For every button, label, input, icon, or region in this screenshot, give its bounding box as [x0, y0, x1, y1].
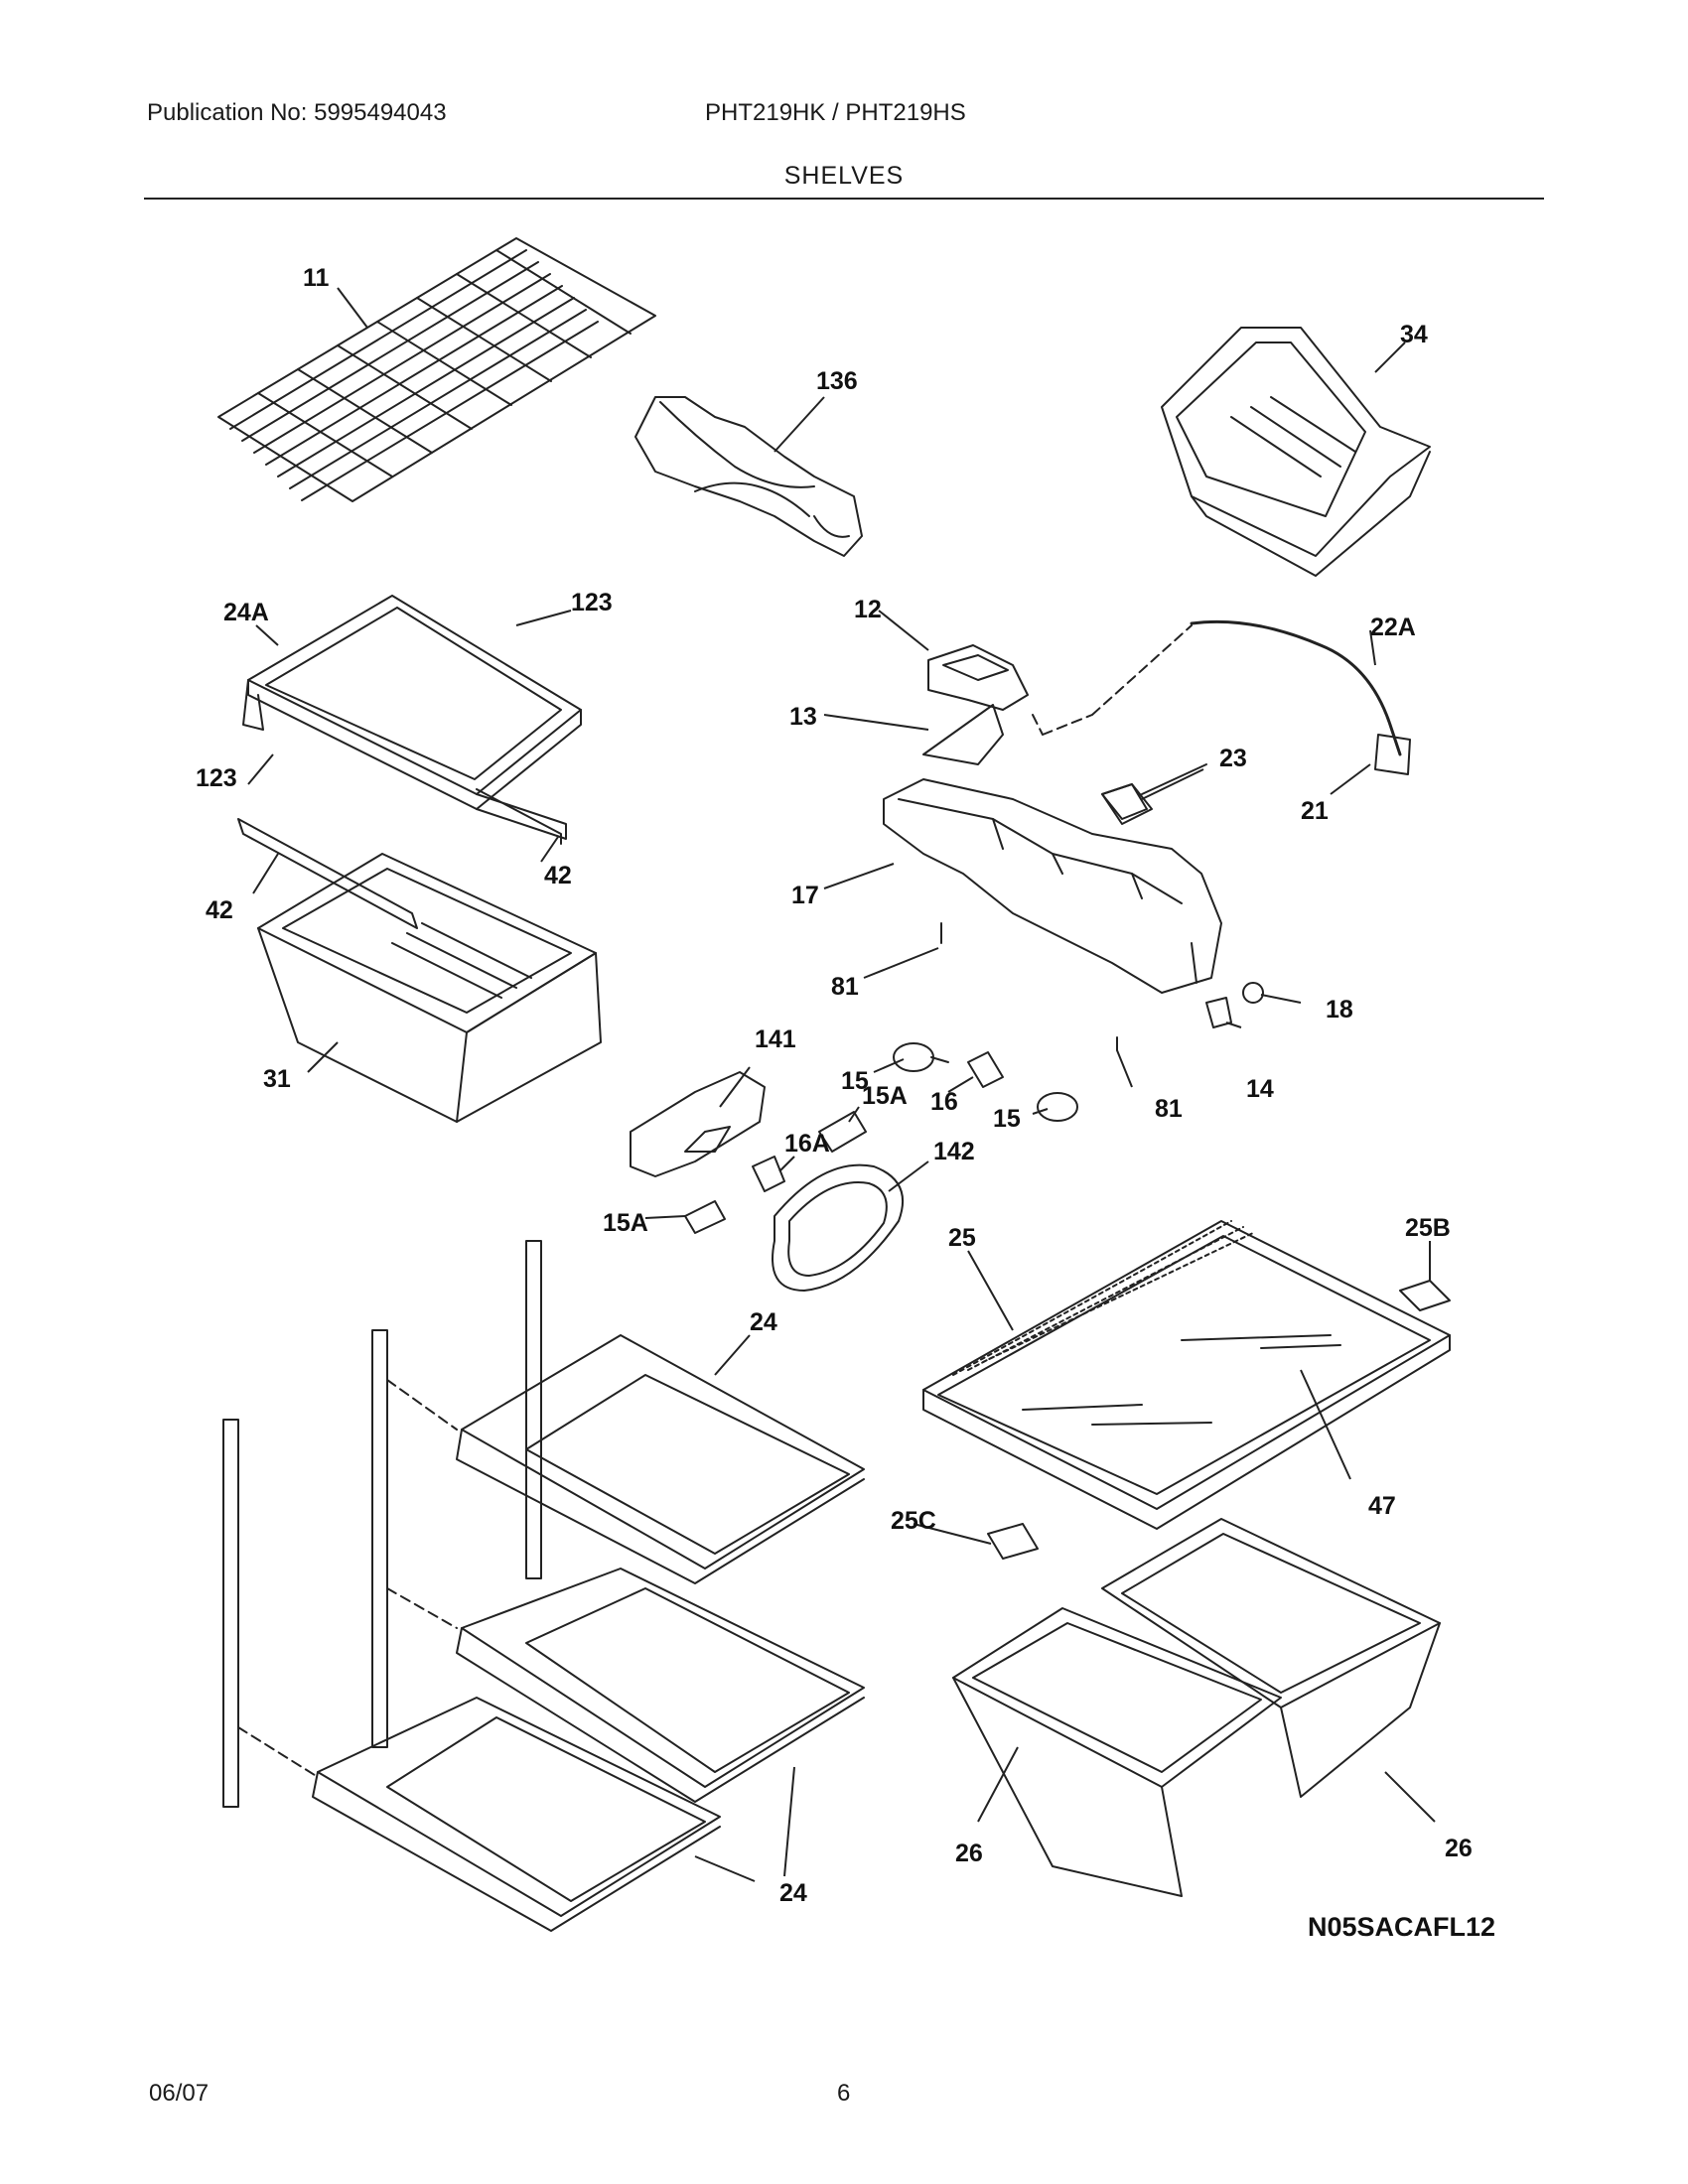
label-15-left: 15 — [841, 1067, 869, 1095]
bulb-15-right — [1037, 1092, 1078, 1122]
label-26-left: 26 — [955, 1840, 983, 1867]
label-47: 47 — [1368, 1492, 1396, 1520]
label-81-right: 81 — [1155, 1095, 1183, 1123]
glass-shelf-24A — [242, 595, 582, 840]
part-12 — [927, 644, 1029, 711]
label-12: 12 — [854, 596, 882, 623]
publication-number: Publication No: 5995494043 — [147, 99, 447, 126]
label-17: 17 — [791, 882, 819, 909]
clip-25B — [1399, 1280, 1451, 1311]
crisper-cover-25 — [922, 1220, 1451, 1530]
label-123-top: 123 — [571, 589, 613, 616]
part-13 — [922, 704, 1004, 765]
control-housing-17 — [883, 778, 1222, 994]
label-16A: 16A — [784, 1130, 830, 1158]
drawer-31 — [257, 853, 602, 1123]
label-123-left: 123 — [196, 764, 237, 792]
bin-34 — [1161, 327, 1431, 577]
label-11: 11 — [303, 264, 330, 292]
clip-25C — [987, 1523, 1039, 1560]
label-14: 14 — [1246, 1075, 1274, 1103]
label-42-left: 42 — [206, 896, 233, 924]
label-24-bottom: 24 — [779, 1879, 807, 1907]
shelf-24-middle — [456, 1568, 865, 1803]
footer-date: 06/07 — [149, 2080, 210, 2107]
socket-16A — [752, 1156, 785, 1192]
label-16: 16 — [930, 1088, 958, 1116]
label-24-top: 24 — [750, 1308, 777, 1336]
label-25B: 25B — [1405, 1214, 1451, 1242]
wire-harness-22A — [1032, 619, 1411, 775]
label-15A-bottom: 15A — [603, 1209, 648, 1237]
shelf-rails — [222, 1240, 542, 1808]
bulb-15 — [893, 1042, 949, 1072]
label-31: 31 — [263, 1065, 291, 1093]
socket-16 — [967, 1051, 1004, 1088]
label-141: 141 — [755, 1025, 796, 1053]
clip-18 — [1242, 982, 1264, 1004]
bulb-15A — [684, 1111, 867, 1234]
label-24A: 24A — [223, 599, 269, 626]
label-136: 136 — [816, 367, 858, 395]
label-22A: 22A — [1370, 614, 1416, 641]
label-18: 18 — [1326, 996, 1353, 1024]
label-15A-top: 15A — [862, 1082, 908, 1110]
lens-142 — [772, 1163, 904, 1292]
section-title: SHELVES — [783, 162, 905, 190]
thermostat-23 — [1101, 763, 1207, 825]
switch-14 — [1205, 997, 1232, 1028]
diagram-code: N05SACAFL12 — [1308, 1912, 1495, 1942]
shelf-24-bottom — [312, 1697, 721, 1932]
label-142: 142 — [933, 1138, 975, 1165]
label-13: 13 — [789, 703, 817, 731]
page-number: 6 — [837, 2080, 851, 2107]
crisper-drawer-26-right — [1101, 1518, 1441, 1798]
crisper-drawer-26-left — [952, 1607, 1282, 1897]
bottle-cradle-136 — [634, 396, 863, 557]
rail-42 — [237, 788, 562, 929]
shelf-24-top — [456, 1334, 865, 1584]
label-42-right: 42 — [544, 862, 572, 889]
label-26-right: 26 — [1445, 1835, 1473, 1862]
label-25C: 25C — [891, 1507, 936, 1535]
light-cover-141 — [630, 1071, 766, 1177]
label-81-left: 81 — [831, 973, 859, 1001]
part-labels: 11 136 34 24A 123 123 42 42 31 12 22A 13… — [196, 264, 1473, 1907]
label-34: 34 — [1400, 321, 1428, 348]
screws-81 — [940, 922, 1118, 1051]
leader-lines — [247, 287, 1436, 1882]
label-23: 23 — [1219, 745, 1247, 772]
header-rule — [144, 198, 1544, 200]
model-numbers: PHT219HK / PHT219HS — [705, 99, 966, 126]
label-21: 21 — [1301, 797, 1329, 825]
label-15-right: 15 — [993, 1105, 1021, 1133]
label-25: 25 — [948, 1224, 976, 1252]
wire-shelf-11 — [217, 237, 656, 502]
